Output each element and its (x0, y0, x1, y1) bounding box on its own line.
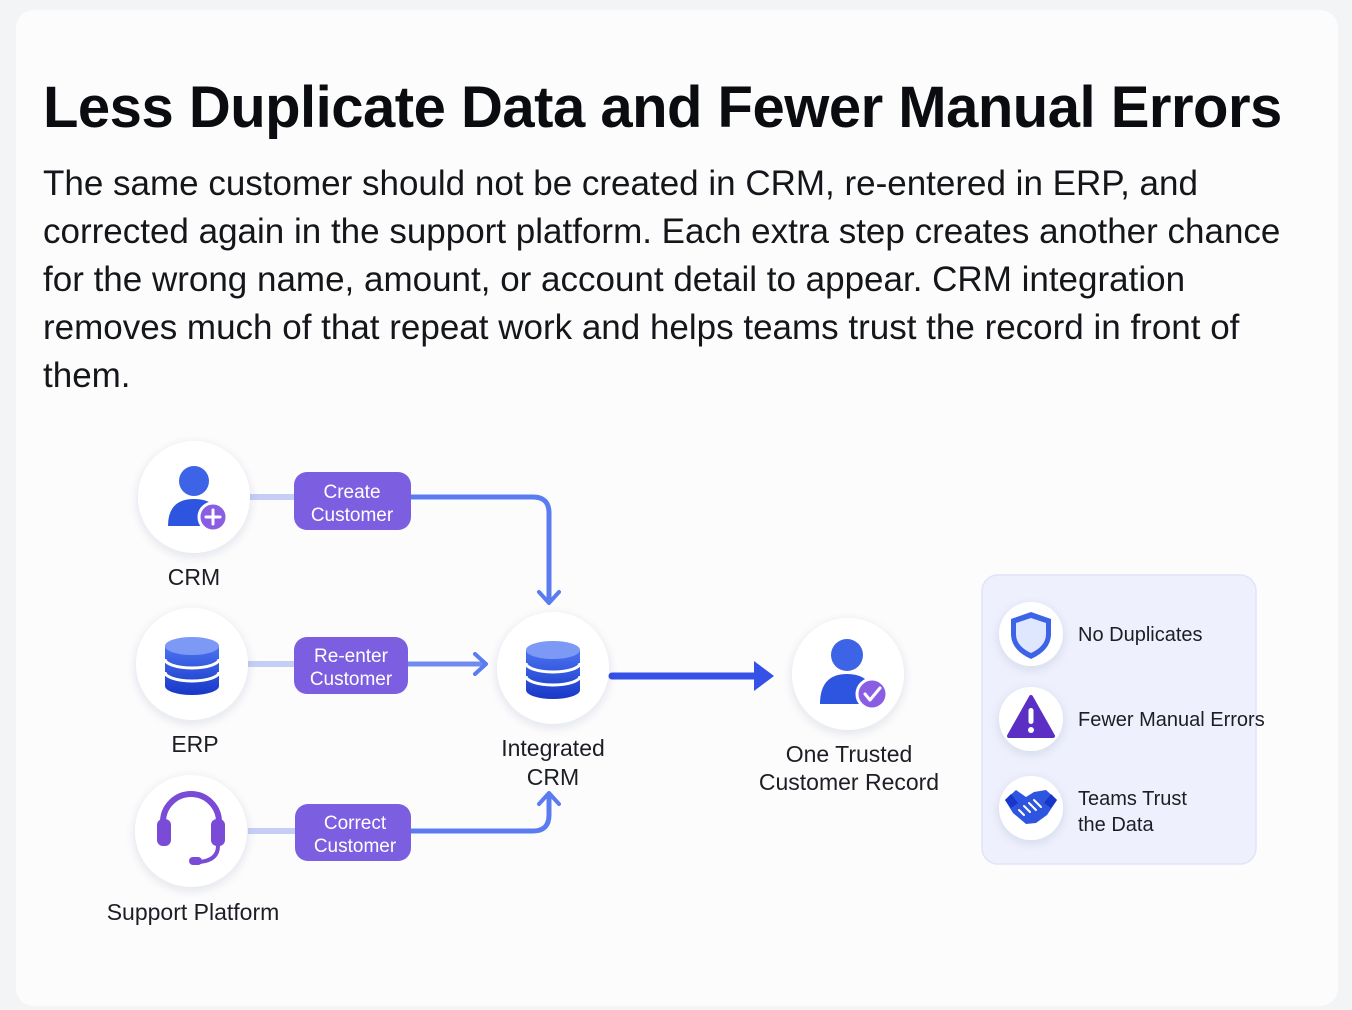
node-label-crm: CRM (168, 564, 220, 590)
pill-correct-customer: Correct Customer (295, 804, 411, 861)
pill-text-line: Create (323, 482, 380, 503)
node-integrated-crm: Integrated CRM (497, 612, 609, 790)
result-label-line: Customer Record (759, 769, 939, 795)
page-title: Less Duplicate Data and Fewer Manual Err… (43, 75, 1282, 140)
user-check-icon (820, 639, 889, 711)
connector-crm (250, 494, 561, 605)
shield-icon (1011, 612, 1051, 659)
benefit-label: No Duplicates (1078, 624, 1203, 646)
pill-reenter-customer: Re-enter Customer (294, 637, 408, 694)
pill-text-line: Re-enter (314, 646, 389, 667)
pill-text-line: Correct (324, 813, 387, 834)
benefit-label: Fewer Manual Errors (1078, 709, 1265, 731)
warning-icon (1007, 695, 1055, 738)
benefit-fewer-errors: Fewer Manual Errors (999, 687, 1265, 751)
benefit-label: Teams Trust (1078, 788, 1187, 810)
connector-erp (248, 652, 488, 676)
pill-text-line: Customer (314, 836, 397, 857)
benefit-label: the Data (1078, 814, 1154, 836)
hub-label-line: Integrated (501, 735, 605, 761)
handshake-icon (1005, 790, 1057, 824)
benefit-no-duplicates: No Duplicates (999, 602, 1203, 666)
pill-create-customer: Create Customer (294, 472, 411, 530)
node-label-support: Support Platform (107, 899, 280, 925)
result-label-line: One Trusted (786, 741, 913, 767)
user-plus-icon (168, 466, 229, 533)
connector-result (608, 661, 774, 691)
node-label-erp: ERP (171, 731, 218, 757)
database-icon (163, 637, 221, 695)
node-trusted-record: One Trusted Customer Record (759, 618, 939, 795)
pill-text-line: Customer (310, 669, 393, 690)
benefits-panel: No Duplicates Fewer Manual Errors Teams … (981, 574, 1265, 865)
connector-support (248, 791, 561, 834)
node-erp: ERP (136, 608, 248, 757)
pill-text-line: Customer (311, 505, 394, 526)
database-icon (524, 641, 582, 699)
node-support-platform: Support Platform (107, 775, 280, 925)
node-crm: CRM (138, 441, 250, 590)
hub-label-line: CRM (527, 764, 579, 790)
intro-paragraph: The same customer should not be created … (43, 164, 1281, 395)
headset-icon (157, 791, 225, 865)
benefit-teams-trust: Teams Trust the Data (999, 776, 1187, 840)
